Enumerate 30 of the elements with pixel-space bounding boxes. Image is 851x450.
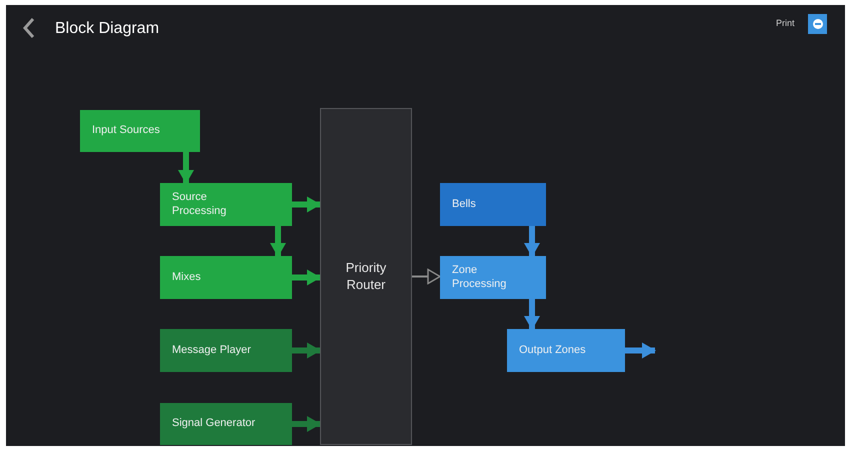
page-title: Block Diagram — [55, 19, 160, 39]
arrow — [292, 342, 321, 358]
process-box — [80, 110, 200, 152]
node-label: Zone Processing — [452, 264, 508, 292]
process-box — [160, 183, 292, 226]
node-label: Input Sources — [92, 124, 161, 138]
process-box — [160, 403, 292, 445]
arrow — [292, 416, 321, 432]
process-box — [160, 256, 292, 299]
print-label: Print — [776, 17, 795, 30]
process-box — [507, 329, 625, 372]
arrow — [270, 226, 286, 257]
node-label: Bells — [452, 198, 477, 212]
node-label: Mixes — [172, 270, 202, 284]
node-label: Message Player — [172, 344, 252, 358]
arrow — [178, 152, 194, 184]
process-box — [160, 329, 292, 372]
arrow — [412, 268, 441, 284]
arrow — [292, 270, 321, 286]
node-label: Priority Router — [344, 260, 388, 293]
arrow — [524, 299, 540, 330]
process-box — [440, 183, 546, 226]
node-label: Source Processing — [172, 190, 228, 218]
arrow — [524, 226, 540, 257]
node-label: Signal Generator — [172, 417, 256, 431]
node-label: Output Zones — [519, 344, 587, 358]
process-box — [440, 256, 546, 299]
router-block — [320, 108, 412, 445]
arrow — [292, 196, 321, 212]
arrow — [625, 342, 656, 358]
